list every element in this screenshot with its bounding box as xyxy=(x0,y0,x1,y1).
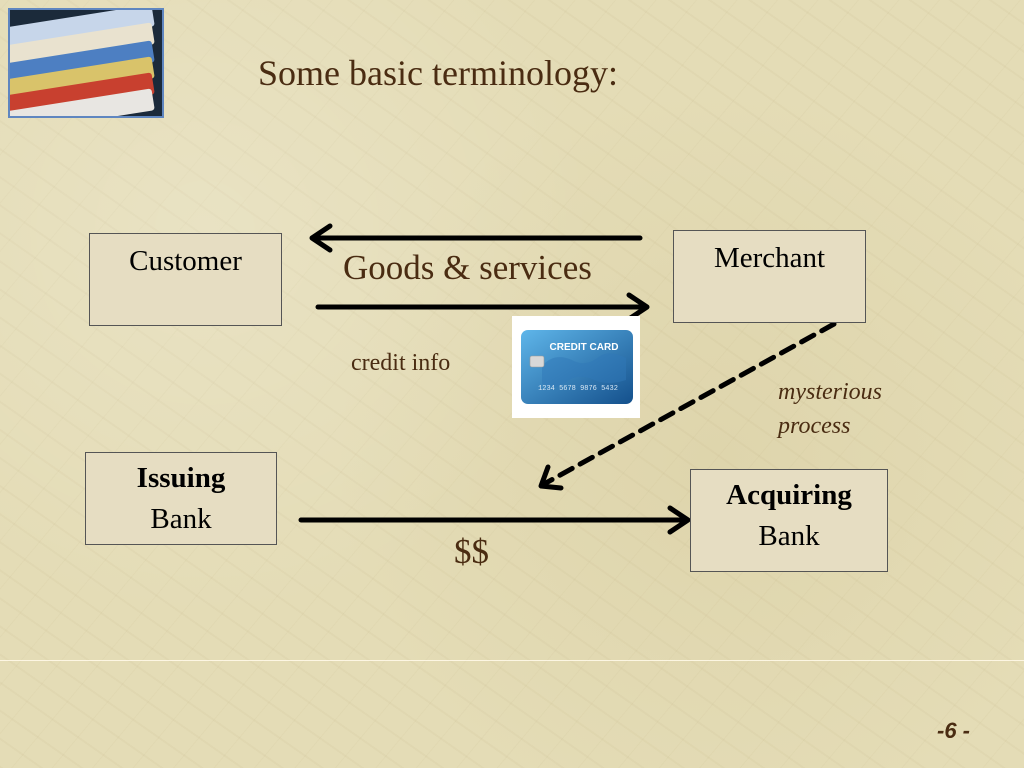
acquiring-bank-label-bold: Acquiring xyxy=(726,479,852,511)
credit-info-label: credit info xyxy=(351,350,451,376)
page-number: -6 - xyxy=(937,718,970,743)
merchant-label: Merchant xyxy=(713,242,826,274)
credit-cards-thumbnail xyxy=(8,8,164,118)
arrow-issuing-to-acquiring xyxy=(298,505,691,535)
credit-card-header: CREDIT CARD xyxy=(550,342,619,353)
mysterious-line-1: mysterious xyxy=(778,379,882,405)
acquiring-bank-box: Acquiring Bank xyxy=(690,469,888,572)
credit-card-number: 1234 5678 9876 5432 xyxy=(538,385,618,393)
issuing-bank-box: Issuing Bank xyxy=(85,452,277,545)
issuing-bank-label-bold: Issuing xyxy=(136,462,226,494)
money-label: $$ xyxy=(454,532,489,571)
customer-box: Customer xyxy=(89,233,282,326)
merchant-box: Merchant xyxy=(673,230,866,323)
footer-divider xyxy=(0,660,1024,661)
customer-label: Customer xyxy=(129,245,242,277)
arrow-customer-to-merchant xyxy=(315,292,650,322)
issuing-bank-label: Bank xyxy=(150,502,212,535)
arrow-merchant-to-customer xyxy=(309,223,643,253)
arrow-mysterious-process xyxy=(538,321,837,491)
acquiring-bank-label: Bank xyxy=(758,519,820,552)
credit-card-image: CREDIT CARD 1234 5678 9876 5432 xyxy=(512,316,640,418)
slide-title: Some basic terminology: xyxy=(258,53,618,93)
mysterious-process-label: mysterious process xyxy=(778,376,882,443)
mysterious-line-2: process xyxy=(778,412,851,439)
goods-services-label: Goods & services xyxy=(343,248,592,287)
